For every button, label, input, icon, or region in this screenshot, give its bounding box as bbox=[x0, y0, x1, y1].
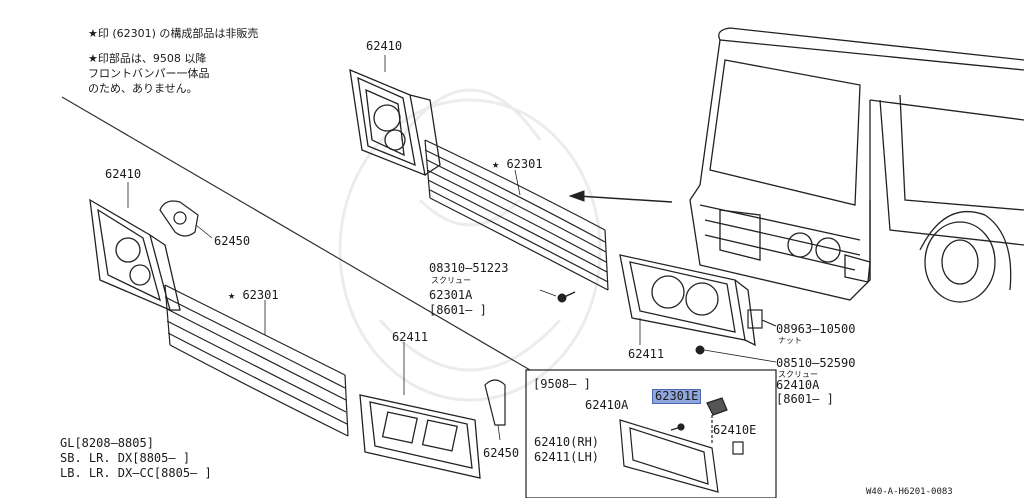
watermark-emblem bbox=[338, 88, 602, 402]
grille-top bbox=[424, 139, 609, 291]
note-line-1: ★印 (62301) の構成部品は非販売 bbox=[88, 27, 259, 40]
label-screw2-jp: スクリュー bbox=[778, 370, 818, 379]
label-62301A[interactable]: 62301A bbox=[429, 288, 473, 302]
model-line-1: GL[8208–8805] bbox=[60, 436, 154, 450]
van-illustration bbox=[689, 27, 1024, 303]
screw-08510 bbox=[695, 345, 777, 363]
label-62450-bottom[interactable]: 62450 bbox=[483, 446, 520, 460]
figure-code: W40-A-H6201-0083 bbox=[866, 487, 953, 497]
nut-08963 bbox=[747, 309, 777, 329]
inset-date: [9508– ] bbox=[533, 377, 591, 391]
label-nut-jp: ナット bbox=[778, 336, 802, 345]
label-62450-left[interactable]: 62450 bbox=[214, 234, 251, 248]
label-62410A-inset[interactable]: 62410A bbox=[585, 398, 629, 412]
grille-left bbox=[164, 284, 349, 437]
model-line-3: LB. LR. DX–CC[8805– ] bbox=[60, 466, 212, 480]
label-08310[interactable]: 08310–51223 bbox=[429, 261, 509, 275]
bracket-62450-lower bbox=[484, 379, 506, 441]
label-62411-right[interactable]: 62411 bbox=[628, 347, 665, 361]
label-08963[interactable]: 08963–10500 bbox=[776, 322, 856, 336]
label-62410A[interactable]: 62410A bbox=[776, 378, 820, 392]
label-62301E[interactable]: 62301E bbox=[651, 389, 702, 404]
note-line-2: ★印部品は、9508 以降 bbox=[88, 52, 207, 65]
note-line-4: のため、ありません。 bbox=[88, 82, 198, 95]
note-line-3: フロントバンパー一体品 bbox=[88, 67, 210, 80]
section-divider-line bbox=[61, 96, 531, 371]
leader-lines bbox=[127, 55, 641, 395]
model-line-2: SB. LR. DX[8805– ] bbox=[60, 451, 191, 465]
label-62411LH[interactable]: 62411(LH) bbox=[534, 450, 600, 464]
label-62410-top[interactable]: 62410 bbox=[366, 39, 403, 53]
label-08510[interactable]: 08510–52590 bbox=[776, 356, 856, 370]
label-62410E[interactable]: 62410E bbox=[713, 423, 757, 437]
headlamp-housing-left bbox=[89, 198, 181, 312]
label-screw-jp: スクリュー bbox=[431, 276, 471, 285]
label-62410A-date: [8601– ] bbox=[776, 392, 834, 406]
label-62301-left[interactable]: ★ 62301 bbox=[228, 288, 279, 302]
bracket-62450-upper bbox=[159, 200, 213, 239]
label-62411-mid[interactable]: 62411 bbox=[392, 330, 429, 344]
inset-box bbox=[525, 369, 777, 498]
label-62410-left[interactable]: 62410 bbox=[105, 167, 142, 181]
label-62301-top[interactable]: ★ 62301 bbox=[492, 157, 543, 171]
label-62301A-date: [8601– ] bbox=[429, 303, 487, 317]
inset-parts bbox=[619, 397, 744, 493]
headlamp-housing-right bbox=[619, 254, 756, 347]
headlamp-housing-top bbox=[349, 68, 441, 177]
direction-arrow bbox=[568, 190, 673, 203]
screw-62301a bbox=[557, 291, 576, 303]
label-62410RH[interactable]: 62410(RH) bbox=[534, 435, 600, 449]
headlamp-housing-bottom bbox=[359, 394, 481, 479]
